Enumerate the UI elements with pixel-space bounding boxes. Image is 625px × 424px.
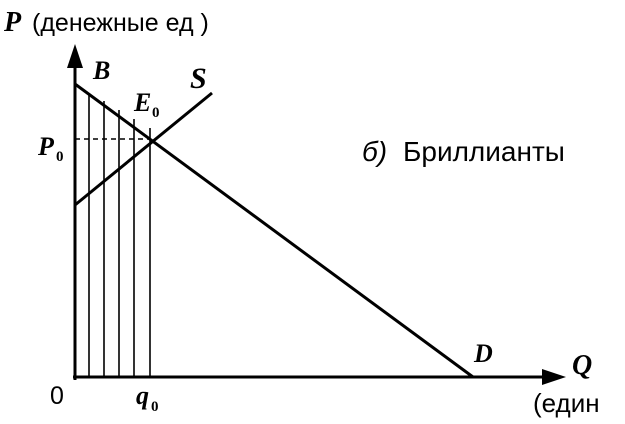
quantity-q0-subscript: 0 xyxy=(151,399,159,415)
panel-title: Бриллианты xyxy=(403,136,565,167)
y-axis-symbol: P xyxy=(3,7,22,38)
x-axis-unit: (един xyxy=(533,388,600,418)
point-d-label: D xyxy=(473,339,493,368)
x-axis-arrow xyxy=(542,369,566,385)
price-p0-label: P xyxy=(37,132,55,161)
y-axis-arrow xyxy=(67,44,83,68)
x-axis-symbol: Q xyxy=(572,350,592,381)
demand-line xyxy=(74,82,474,379)
origin-label: 0 xyxy=(50,382,64,410)
supply-line xyxy=(74,91,213,207)
quantity-q0-label: q xyxy=(136,381,149,410)
equilibrium-label: E xyxy=(133,88,151,117)
price-p0-subscript: 0 xyxy=(56,149,64,165)
y-axis-unit: (денежные ед ) xyxy=(32,9,209,37)
surplus-hatching xyxy=(88,93,151,377)
equilibrium-subscript: 0 xyxy=(152,105,160,121)
panel-letter: б) xyxy=(362,136,387,167)
supply-curve-label: S xyxy=(190,62,207,95)
point-b-label: B xyxy=(92,56,110,85)
